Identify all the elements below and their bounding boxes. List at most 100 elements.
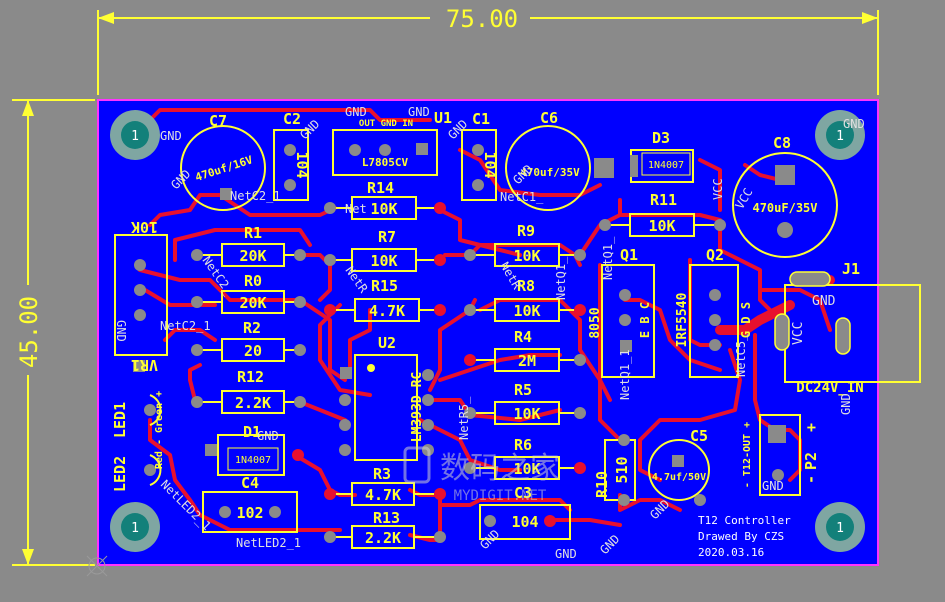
- mount-hole-bottom-right[interactable]: 1: [815, 502, 865, 552]
- vr1-ref: VR1: [131, 356, 158, 374]
- svg-text:10K: 10K: [370, 252, 397, 270]
- svg-text:4.7K: 4.7K: [369, 302, 405, 320]
- width-dimension-label: 75.00: [446, 5, 518, 33]
- dimension-vertical: [12, 99, 95, 566]
- svg-text:GND: GND: [345, 105, 367, 119]
- svg-text:NetC1_: NetC1_: [500, 190, 544, 204]
- vr1-value: 10K: [131, 218, 158, 236]
- svg-text:102: 102: [236, 504, 263, 522]
- svg-text:MYDIGIT.NET: MYDIGIT.NET: [454, 488, 547, 504]
- svg-text:Red - Green +: Red - Green +: [154, 391, 165, 469]
- c3-ref: C3: [514, 484, 532, 502]
- q2-ref: Q2: [706, 246, 724, 264]
- svg-text:NetQ1_: NetQ1_: [554, 256, 568, 300]
- small-value-labels: 470uf/16V 470uf/35V 470uF/35V L7805CV OU…: [154, 119, 818, 488]
- svg-text:GND: GND: [812, 294, 836, 309]
- svg-text:NetC2_1: NetC2_1: [160, 319, 211, 333]
- svg-text:10K: 10K: [513, 247, 540, 265]
- c1-ref: C1: [472, 110, 490, 128]
- mount-hole-top-right[interactable]: 1: [815, 110, 865, 160]
- svg-text:GND: GND: [762, 479, 784, 493]
- r1-ref: R1: [244, 224, 262, 242]
- svg-text:1N4007: 1N4007: [648, 160, 684, 171]
- svg-text:LM393D-RC: LM393D-RC: [410, 372, 425, 442]
- svg-text:DC24V_IN: DC24V_IN: [796, 380, 863, 396]
- r4-ref: R4: [514, 328, 532, 346]
- mount-hole-top-left[interactable]: 1: [110, 110, 160, 160]
- svg-text:GND: GND: [843, 117, 865, 131]
- svg-text:1N4007: 1N4007: [235, 455, 271, 466]
- svg-text:NetC5_: NetC5_: [734, 333, 748, 377]
- dimension-horizontal: [97, 10, 879, 95]
- svg-text:L7805CV: L7805CV: [362, 156, 409, 169]
- svg-text:470uf/35V: 470uf/35V: [520, 166, 580, 179]
- svg-text:1: 1: [131, 521, 139, 536]
- origin-marker-icon: [86, 555, 108, 577]
- r8-ref: R8: [517, 277, 535, 295]
- board-title-block: T12 Controller Drawed By CZS 2020.03.16: [698, 514, 791, 559]
- svg-text:1: 1: [836, 129, 844, 144]
- designator-labels: C7 C2 U1 C1 C6 D3 C8 R14 R11 R1 R7 R9 Q1…: [111, 109, 860, 527]
- svg-text:10K: 10K: [513, 405, 540, 423]
- height-dimension-label: 45.00: [15, 296, 43, 368]
- svg-text:OUT GND IN: OUT GND IN: [359, 119, 413, 129]
- r0-ref: R0: [244, 272, 262, 290]
- r12-ref: R12: [237, 368, 264, 386]
- c2-ref: C2: [283, 110, 301, 128]
- r9-ref: R9: [517, 222, 535, 240]
- board-title-line2: Drawed By CZS: [698, 530, 784, 543]
- svg-text:20K: 20K: [239, 247, 266, 265]
- svg-text:4.7uf/50V: 4.7uf/50V: [652, 472, 706, 483]
- svg-text:104: 104: [481, 151, 499, 178]
- r7-ref: R7: [378, 228, 396, 246]
- svg-text:NetQ1_: NetQ1_: [601, 236, 615, 280]
- svg-text:10K: 10K: [513, 460, 540, 478]
- c8-ref: C8: [773, 134, 791, 152]
- r13-ref: R13: [373, 509, 400, 527]
- svg-text:GND: GND: [408, 105, 430, 119]
- svg-text:数码之家: 数码之家: [440, 451, 560, 486]
- mount-hole-bottom-left[interactable]: 1: [110, 502, 160, 552]
- r11-ref: R11: [650, 191, 677, 209]
- svg-text:2M: 2M: [518, 352, 536, 370]
- j1-ref: J1: [842, 260, 860, 278]
- r3-ref: R3: [373, 465, 391, 483]
- svg-text:GND: GND: [839, 393, 853, 415]
- led2-ref: LED2: [111, 456, 129, 492]
- svg-text:VCC: VCC: [791, 322, 806, 345]
- svg-text:510: 510: [613, 456, 631, 483]
- p2-minus: -: [802, 475, 820, 484]
- svg-text:GND: GND: [160, 129, 182, 143]
- p2-plus: +: [802, 423, 820, 432]
- svg-text:G D S: G D S: [739, 302, 753, 338]
- u2-ref: U2: [378, 334, 396, 352]
- svg-text:GND: GND: [555, 547, 577, 561]
- led1-ref: LED1: [111, 402, 129, 438]
- svg-text:VCC: VCC: [711, 178, 725, 200]
- r10-ref: R10: [593, 471, 611, 498]
- svg-text:IRF5540: IRF5540: [675, 292, 690, 347]
- silkscreen-outlines: [114, 125, 921, 540]
- d1-ref: D1: [243, 423, 261, 441]
- svg-text:2.2K: 2.2K: [235, 394, 271, 412]
- svg-text:1: 1: [836, 521, 844, 536]
- svg-text:- T12-OUT +: - T12-OUT +: [742, 422, 753, 488]
- through-hole-pads: [133, 143, 851, 543]
- svg-text:104: 104: [511, 513, 538, 531]
- r5-ref: R5: [514, 381, 532, 399]
- svg-text:GND: GND: [257, 429, 279, 443]
- r14-ref: R14: [367, 179, 394, 197]
- diode-labels: 1N4007 1N4007: [227, 152, 691, 471]
- r6-ref: R6: [514, 436, 532, 454]
- q1-ref: Q1: [620, 246, 638, 264]
- svg-text:8050: 8050: [588, 307, 603, 338]
- value-labels: 20K 20K 20 2.2K 10K 10K 4.7K 10K 10K 2M …: [235, 151, 864, 547]
- c6-ref: C6: [540, 109, 558, 127]
- watermark: 数码之家 MYDIGIT.NET: [403, 446, 560, 504]
- r15-ref: R15: [371, 277, 398, 295]
- svg-text:NetQ1_1: NetQ1_1: [618, 349, 632, 400]
- r2-ref: R2: [243, 319, 261, 337]
- svg-text:E B C: E B C: [638, 302, 652, 338]
